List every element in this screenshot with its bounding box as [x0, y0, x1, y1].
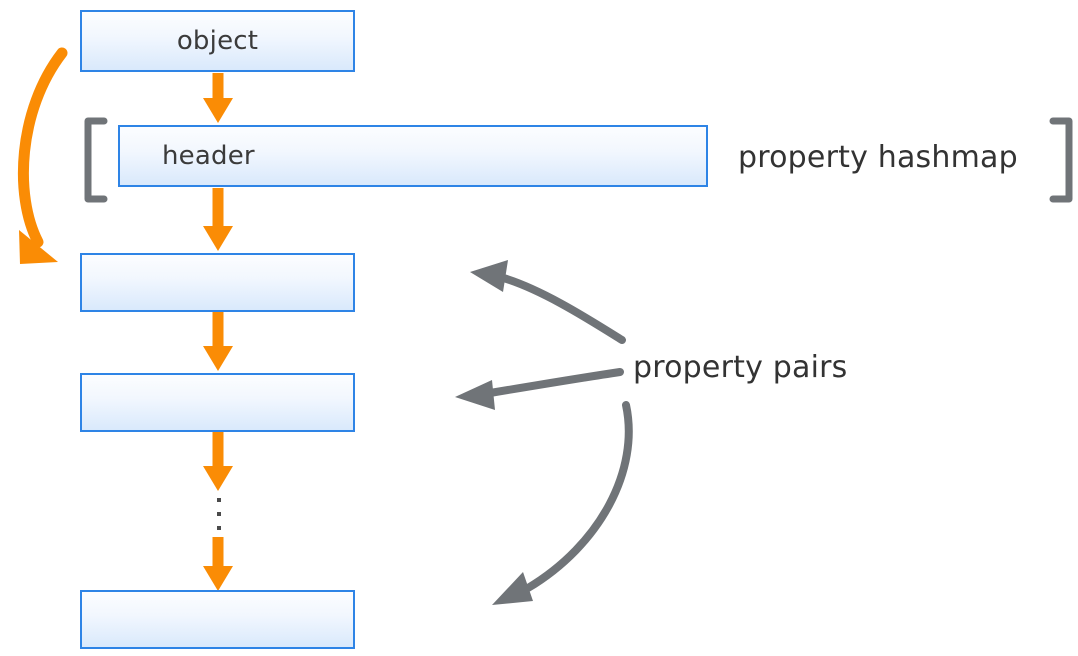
arrow-header-to-pair1: [203, 188, 233, 251]
property-pair-box-last[interactable]: [80, 590, 355, 649]
object-box-label: object: [176, 26, 259, 56]
property-pair-box-1[interactable]: [80, 253, 355, 312]
ellipsis-dot: [217, 498, 221, 502]
curved-arrow-object-to-pairs: [17, 47, 68, 264]
arrow-pair2-to-ellipsis: [203, 432, 233, 491]
property-pair-box-2[interactable]: [80, 373, 355, 432]
ellipsis-dot: [217, 526, 221, 530]
vertical-ellipsis: [216, 498, 222, 530]
object-box[interactable]: object: [80, 10, 355, 72]
arrow-object-to-header: [203, 73, 233, 123]
bracket-left: [84, 117, 108, 203]
pointer-arrow-to-pair1: [470, 260, 626, 344]
ellipsis-dot: [217, 512, 221, 516]
property-hashmap-label: property hashmap: [738, 140, 1018, 175]
header-label: header: [162, 141, 255, 171]
arrow-ellipsis-to-last-pair: [203, 537, 233, 591]
arrow-pair1-to-pair2: [203, 312, 233, 371]
pointer-arrow-to-last-pair: [492, 401, 633, 605]
pointer-arrow-to-pair2: [455, 368, 624, 410]
bracket-right: [1049, 117, 1073, 203]
header-hashmap-row[interactable]: header: [118, 125, 708, 187]
property-pairs-label: property pairs: [633, 350, 848, 385]
